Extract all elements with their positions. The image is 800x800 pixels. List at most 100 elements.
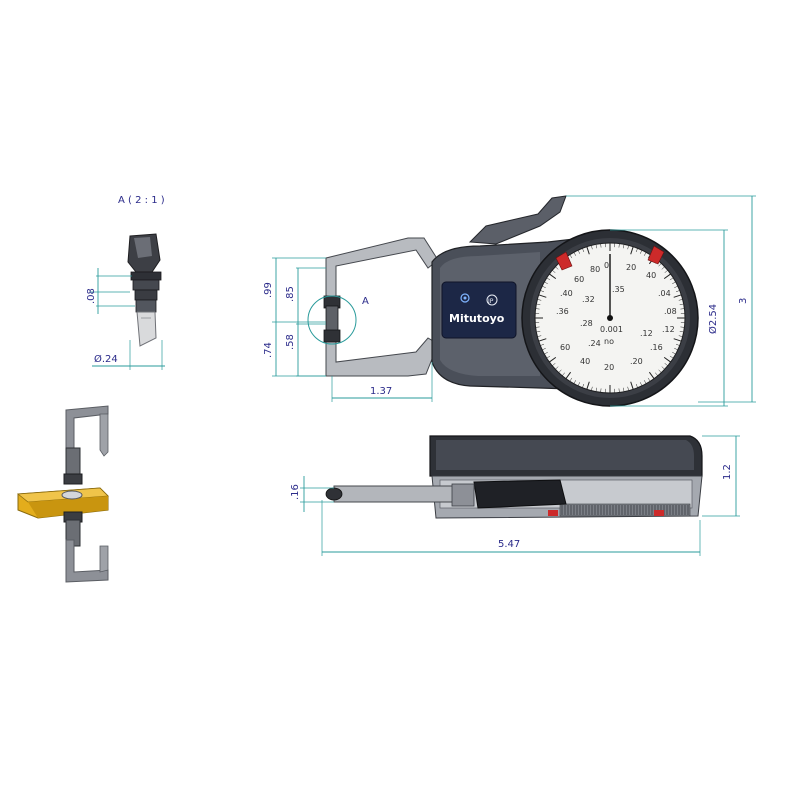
dial-tick bbox=[658, 369, 662, 373]
dial-tick bbox=[618, 388, 620, 393]
dial-tick bbox=[678, 299, 683, 301]
dim-74: .74 bbox=[263, 342, 274, 358]
svg-text:.40: .40 bbox=[560, 289, 573, 298]
dial-tick bbox=[591, 386, 593, 391]
dial-tick bbox=[648, 371, 655, 379]
dial-tick bbox=[643, 252, 647, 256]
svg-text:0: 0 bbox=[604, 261, 609, 270]
ip-badge: IP bbox=[488, 298, 494, 305]
svg-text:60: 60 bbox=[560, 343, 570, 352]
dial-tick bbox=[595, 244, 597, 249]
dial-tick bbox=[573, 252, 577, 256]
dial-tick bbox=[669, 355, 674, 359]
svg-text:0.001: 0.001 bbox=[600, 325, 623, 334]
svg-text:.36: .36 bbox=[556, 307, 569, 316]
dial-tick bbox=[552, 363, 556, 366]
dial-tick bbox=[544, 351, 548, 355]
dim-side-height: 1.2 bbox=[722, 464, 733, 480]
dial-tick bbox=[675, 343, 680, 346]
dial-tick bbox=[630, 381, 634, 390]
dim-total-height: 3 bbox=[738, 298, 749, 304]
dial-tick bbox=[535, 326, 540, 328]
dial-tick bbox=[549, 356, 557, 363]
dial-tick bbox=[600, 243, 602, 248]
detail-marker-circle bbox=[307, 295, 357, 345]
dial-tick bbox=[663, 273, 671, 280]
dial-tick bbox=[674, 285, 678, 288]
dial-tick bbox=[663, 356, 671, 363]
dial-tick bbox=[542, 285, 546, 288]
dial-tick bbox=[627, 386, 629, 391]
side-view-dimensions: 1.2 .16 5.47 bbox=[290, 435, 740, 556]
dial-tick bbox=[664, 270, 668, 273]
dial-tick bbox=[569, 254, 573, 259]
dial-tick bbox=[623, 244, 625, 249]
svg-text:.20: .20 bbox=[630, 357, 643, 366]
dial-tick bbox=[552, 270, 556, 273]
dial-tick bbox=[562, 372, 565, 376]
dial-tick bbox=[586, 381, 590, 390]
limit-marker-left bbox=[555, 251, 573, 271]
detail-height-value: .08 bbox=[86, 288, 97, 304]
dial-tick bbox=[655, 372, 658, 376]
dial-tick bbox=[674, 348, 678, 351]
dial-tick bbox=[555, 266, 559, 270]
dial-tick bbox=[595, 387, 597, 392]
dial-tick bbox=[661, 366, 665, 370]
dial-tick bbox=[678, 335, 683, 337]
dial-tick bbox=[673, 294, 682, 298]
gauge-side-view bbox=[325, 435, 703, 519]
detail-contact-tip bbox=[127, 233, 162, 347]
dial-tick bbox=[672, 351, 676, 355]
dial-tick bbox=[546, 355, 551, 359]
svg-text:.35: .35 bbox=[612, 285, 625, 294]
dial-tick bbox=[635, 383, 638, 388]
dial-tick bbox=[618, 243, 620, 248]
dial-tick bbox=[535, 308, 540, 310]
svg-text:60: 60 bbox=[574, 275, 584, 284]
dim-58: .58 bbox=[285, 334, 296, 350]
dial-tick bbox=[600, 388, 602, 393]
dial-tick bbox=[586, 246, 590, 255]
dial-tick bbox=[664, 363, 668, 366]
dial-tick bbox=[673, 338, 682, 342]
svg-text:80: 80 bbox=[590, 265, 600, 274]
dial-tick bbox=[573, 380, 577, 384]
svg-text:.24: .24 bbox=[588, 339, 601, 348]
svg-text:20: 20 bbox=[626, 263, 636, 272]
dial-tick bbox=[577, 382, 580, 386]
dial-tick bbox=[540, 290, 545, 293]
dial-tick bbox=[542, 348, 546, 351]
svg-text:.12: .12 bbox=[662, 325, 675, 334]
dial-tick bbox=[544, 281, 548, 285]
dial-tick bbox=[640, 382, 643, 386]
dial-tick bbox=[647, 377, 651, 382]
dial-tick bbox=[635, 248, 638, 253]
svg-text:40: 40 bbox=[580, 357, 590, 366]
svg-text:.16: .16 bbox=[650, 343, 663, 352]
dial-tick bbox=[582, 383, 585, 388]
brand-name: Mitutoyo bbox=[449, 312, 505, 325]
dial-tick bbox=[538, 294, 547, 298]
dial-tick bbox=[549, 273, 557, 280]
dial-tick bbox=[643, 380, 647, 384]
limit-marker-right bbox=[647, 245, 665, 265]
dial-tick bbox=[569, 377, 573, 382]
dial-tick bbox=[536, 303, 541, 305]
dial-numbers: 0 20 40 .04 .08 .12 .16 .20 20 40 60 .36… bbox=[556, 261, 677, 372]
svg-text:.04: .04 bbox=[658, 289, 671, 298]
detail-marker-label: A bbox=[362, 296, 369, 307]
svg-text:.08: .08 bbox=[664, 307, 677, 316]
dial-tick bbox=[661, 266, 665, 270]
dial-tick bbox=[537, 335, 542, 337]
detail-dimensions: .08 Ø.24 bbox=[86, 268, 165, 370]
dial-tick bbox=[565, 371, 572, 379]
dial-tick bbox=[679, 303, 684, 305]
svg-text:.28: .28 bbox=[580, 319, 593, 328]
dial-tick bbox=[577, 250, 580, 254]
dim-length: 5.47 bbox=[498, 539, 520, 550]
dial-tick bbox=[675, 290, 680, 293]
svg-text:.32: .32 bbox=[582, 295, 595, 304]
dial-tick bbox=[679, 331, 684, 333]
